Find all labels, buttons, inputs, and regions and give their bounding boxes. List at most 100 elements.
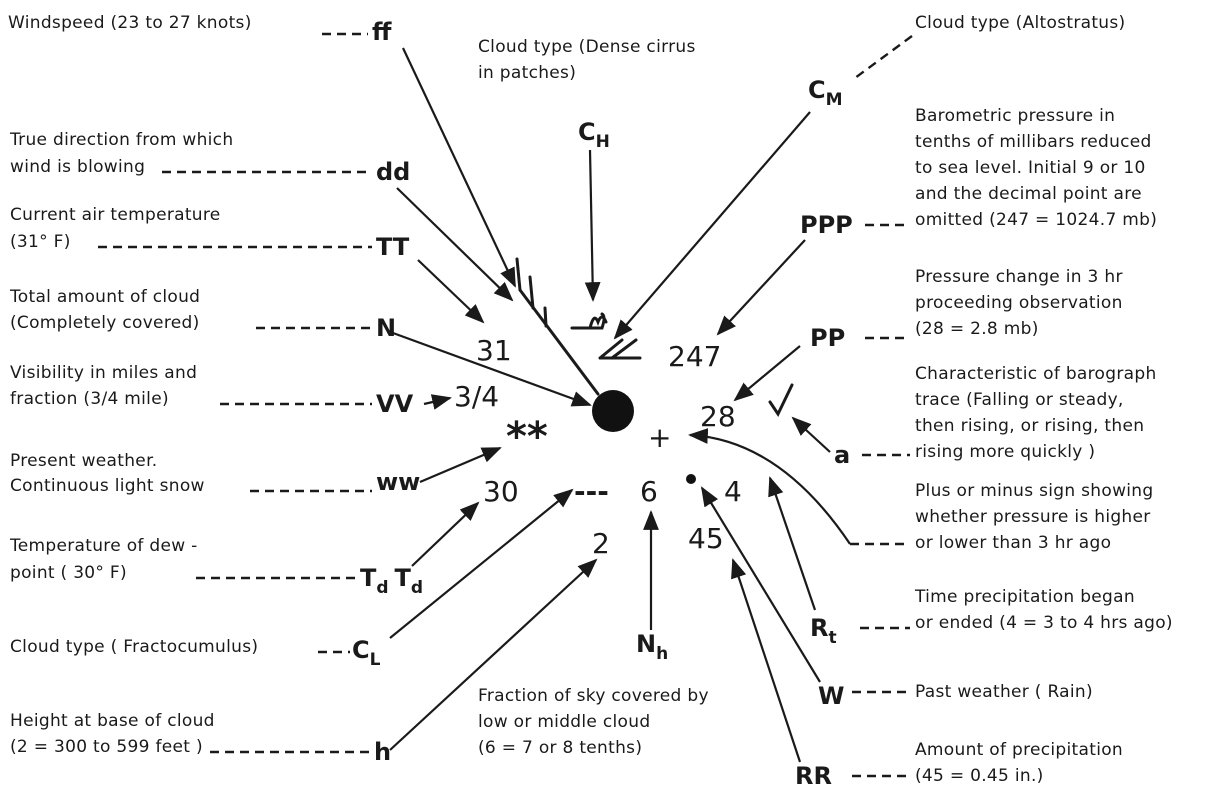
rt-code: Rt xyxy=(810,614,837,648)
cirrus-hook-icon xyxy=(588,315,608,330)
ch-desc-line2: in patches) xyxy=(478,63,576,83)
snow-symbol-icon: ** xyxy=(506,414,548,460)
cl-code-sub: L xyxy=(370,650,381,670)
nh-desc-line2: low or middle cloud xyxy=(478,712,650,732)
arrow-td xyxy=(411,501,480,567)
arrow-cl xyxy=(389,488,574,639)
h-desc-line1: Height at base of cloud xyxy=(10,711,215,731)
td-code2-sub: d xyxy=(411,578,423,598)
n-code: N xyxy=(376,314,396,342)
station-pressure-change-value: 28 xyxy=(700,400,736,433)
rt-code-sub: t xyxy=(828,628,836,648)
arrow-ff xyxy=(402,47,516,288)
ppp-desc-line4: and the decimal point are xyxy=(915,184,1142,204)
ff-desc: Windspeed (23 to 27 knots) xyxy=(8,13,252,33)
td-code2-main: T xyxy=(395,564,412,592)
arrow-ch xyxy=(584,149,601,302)
cm-code-sub: M xyxy=(826,90,843,110)
ch-code: CH xyxy=(578,118,610,152)
cm-code: CM xyxy=(808,76,843,110)
arrow-rt xyxy=(768,476,817,611)
station-cloud-amount-value: 6 xyxy=(640,475,658,508)
ppp-desc-line5: omitted (247 = 1024.7 mb) xyxy=(915,210,1157,230)
cm-leader xyxy=(854,35,913,79)
w-code: W xyxy=(818,682,844,710)
dd-code: dd xyxy=(376,158,410,186)
ch-code-sub: H xyxy=(596,132,610,152)
pp-desc-line1: Pressure change in 3 hr xyxy=(915,267,1123,287)
nh-code: Nh xyxy=(636,630,668,664)
cm-code-main: C xyxy=(808,76,826,104)
td-desc-line2: point ( 30° F) xyxy=(10,563,127,583)
w-desc: Past weather ( Rain) xyxy=(915,682,1093,702)
a-desc-line1: Characteristic of barograph xyxy=(915,364,1157,384)
rt-code-main: R xyxy=(810,614,828,642)
a-desc-line2: trace (Falling or steady, xyxy=(915,390,1124,410)
n-desc-line2: (Completely covered) xyxy=(10,313,200,333)
rr-desc-line1: Amount of precipitation xyxy=(915,740,1123,760)
td-code-main: T xyxy=(360,564,377,592)
arrow-dd xyxy=(396,187,514,302)
dd-desc-line1: True direction from which xyxy=(9,130,233,150)
station-temp-value: 31 xyxy=(476,334,512,367)
station-cloud-height-value: 2 xyxy=(592,527,610,560)
arrow-tt xyxy=(417,259,485,324)
arrow-sign xyxy=(688,428,851,545)
altostratus-symbol-icon xyxy=(598,338,642,360)
arrow-rr xyxy=(731,558,802,763)
wind-barb-half xyxy=(543,306,548,328)
nh-code-main: N xyxy=(636,630,656,658)
td-desc-line1: Temperature of dew - xyxy=(9,536,198,556)
a-code: a xyxy=(834,441,850,469)
ww-desc-line2: Continuous light snow xyxy=(10,476,205,496)
nh-desc-line3: (6 = 7 or 8 tenths) xyxy=(478,738,642,758)
rr-desc-line2: (45 = 0.45 in.) xyxy=(915,766,1044,786)
cm-desc: Cloud type (Altostratus) xyxy=(915,13,1125,33)
wind-barb-full-2 xyxy=(528,275,535,310)
arrow-h xyxy=(389,558,598,751)
station-pressure-value: 247 xyxy=(668,340,721,373)
td-code-sub: d xyxy=(376,578,388,598)
ff-code: ff xyxy=(372,18,392,46)
pp-desc-line2: proceeding observation xyxy=(915,293,1123,313)
cl-desc: Cloud type ( Fractocumulus) xyxy=(10,637,258,657)
tt-code: TT xyxy=(376,233,410,261)
cl-code: CL xyxy=(352,636,381,670)
ppp-desc-line3: to sea level. Initial 9 or 10 xyxy=(915,158,1146,178)
tt-desc-line1: Current air temperature xyxy=(10,205,221,225)
rt-desc-line2: or ended (4 = 3 to 4 hrs ago) xyxy=(915,613,1173,633)
ppp-code: PPP xyxy=(800,211,853,239)
rt-desc-line1: Time precipitation began xyxy=(914,587,1135,607)
sign-desc-line2: whether pressure is higher xyxy=(915,507,1151,527)
sign-desc-line3: or lower than 3 hr ago xyxy=(915,533,1111,553)
cloud-amount-dashes: --- xyxy=(574,475,609,508)
station-precip-amount-value: 45 xyxy=(688,522,724,555)
station-circle-overcast xyxy=(592,390,634,432)
arrow-pp xyxy=(733,345,801,402)
cl-code-main: C xyxy=(352,636,370,664)
pp-code: PP xyxy=(810,324,845,352)
arrow-vv xyxy=(423,394,452,410)
vv-desc-line1: Visibility in miles and xyxy=(10,363,197,383)
pp-desc-line3: (28 = 2.8 mb) xyxy=(915,319,1039,339)
vv-desc-line2: fraction (3/4 mile) xyxy=(10,389,169,409)
ch-code-main: C xyxy=(578,118,596,146)
sign-desc-line1: Plus or minus sign showing xyxy=(915,481,1153,501)
h-desc-line2: (2 = 300 to 599 feet ) xyxy=(10,737,203,757)
arrow-a xyxy=(791,416,831,453)
rain-dot-icon xyxy=(686,474,696,484)
station-dewpoint-value: 30 xyxy=(483,475,519,508)
a-desc-line3: then rising, or rising, then xyxy=(915,416,1144,436)
arrow-cm xyxy=(613,111,811,340)
arrow-ww xyxy=(419,446,502,484)
arrow-w xyxy=(700,486,821,683)
station-pressure-sign: + xyxy=(648,421,671,454)
ppp-desc-line2: tenths of millibars reduced xyxy=(915,132,1152,152)
h-code: h xyxy=(374,738,391,766)
rr-code: RR xyxy=(795,762,832,790)
n-desc-line1: Total amount of cloud xyxy=(9,287,200,307)
ppp-desc-line1: Barometric pressure in xyxy=(915,106,1115,126)
arrow-ppp xyxy=(716,239,806,336)
